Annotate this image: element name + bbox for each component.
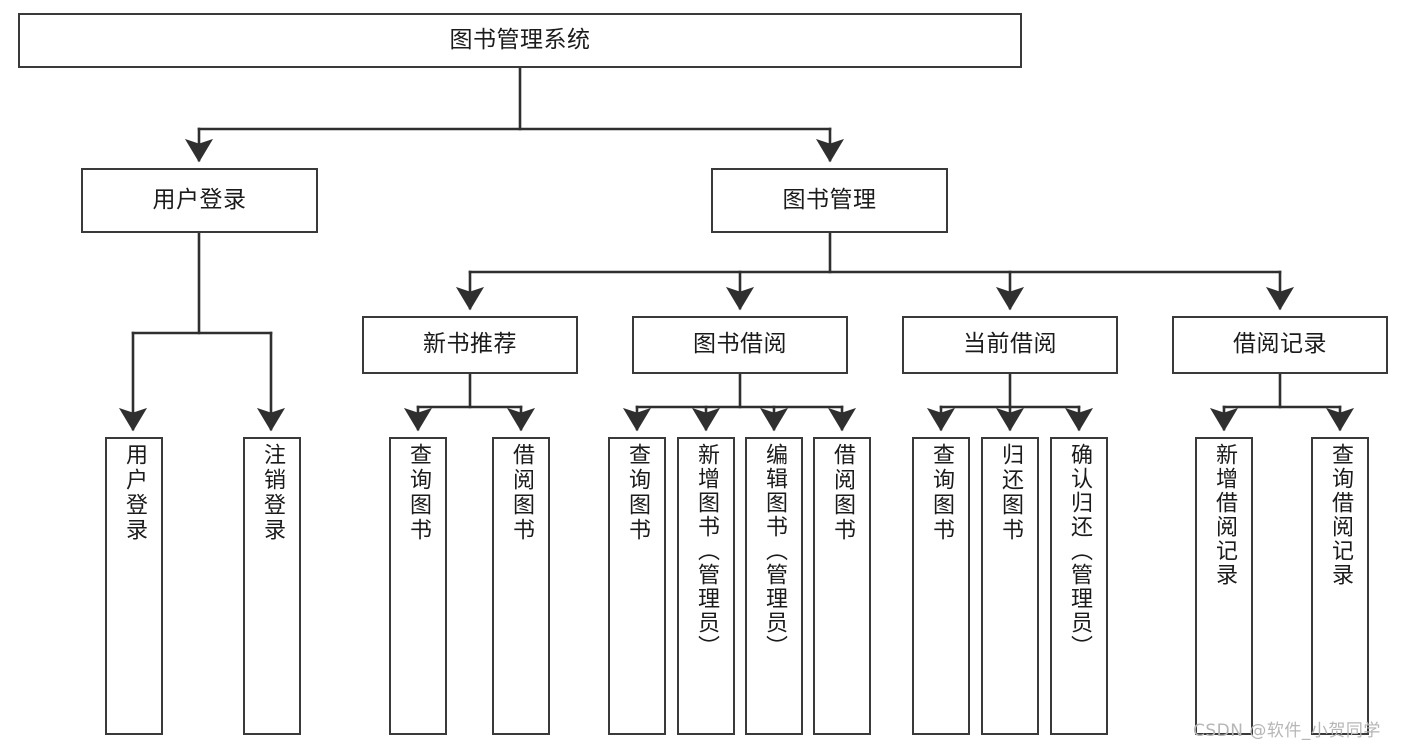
node-label: 用户登录 <box>122 443 147 543</box>
node-label: 查询借阅记录 <box>1328 443 1353 587</box>
node-borrow-record[interactable]: 借阅记录 <box>1172 316 1388 374</box>
node-label: 借阅记录 <box>1233 331 1327 358</box>
node-label: 归还图书 <box>998 443 1023 543</box>
node-label: 图书借阅 <box>693 331 787 358</box>
node-book-borrow[interactable]: 图书借阅 <box>632 316 848 374</box>
node-leaf-add-book-admin[interactable]: 新增图书（管理员） <box>677 437 735 735</box>
node-label: 新增借阅记录 <box>1212 443 1237 587</box>
node-label: 图书管理系统 <box>449 26 591 53</box>
node-label: 用户登录 <box>152 186 247 213</box>
node-label: 借阅图书 <box>509 443 534 543</box>
node-leaf-user-login[interactable]: 用户登录 <box>105 437 163 735</box>
node-label: 查询图书 <box>625 443 650 543</box>
node-leaf-query-book-borrow[interactable]: 查询图书 <box>608 437 666 735</box>
node-new-book-recommend[interactable]: 新书推荐 <box>362 316 578 374</box>
node-leaf-borrow-book-recommend[interactable]: 借阅图书 <box>492 437 550 735</box>
node-leaf-query-book-current[interactable]: 查询图书 <box>912 437 970 735</box>
node-leaf-query-book-recommend[interactable]: 查询图书 <box>389 437 447 735</box>
node-label: 借阅图书 <box>830 443 855 543</box>
node-root-book-management-system[interactable]: 图书管理系统 <box>18 13 1022 68</box>
node-label: 查询图书 <box>406 443 431 543</box>
node-leaf-edit-book-admin[interactable]: 编辑图书（管理员） <box>745 437 803 735</box>
node-leaf-confirm-return-admin[interactable]: 确认归还（管理员） <box>1050 437 1108 735</box>
node-label: 查询图书 <box>929 443 954 543</box>
node-label: 编辑图书（管理员） <box>762 443 787 659</box>
node-label: 新增图书（管理员） <box>694 443 719 659</box>
node-book-management[interactable]: 图书管理 <box>711 168 948 233</box>
node-user-login[interactable]: 用户登录 <box>81 168 318 233</box>
watermark: CSDN @软件_小贺同学 <box>1193 721 1381 741</box>
node-leaf-borrow-book-borrow[interactable]: 借阅图书 <box>813 437 871 735</box>
node-leaf-query-borrow-record[interactable]: 查询借阅记录 <box>1311 437 1369 735</box>
node-current-borrow[interactable]: 当前借阅 <box>902 316 1118 374</box>
node-leaf-logout-login[interactable]: 注销登录 <box>243 437 301 735</box>
node-label: 当前借阅 <box>963 331 1057 358</box>
node-leaf-add-borrow-record[interactable]: 新增借阅记录 <box>1195 437 1253 735</box>
node-label: 新书推荐 <box>423 331 517 358</box>
node-label: 注销登录 <box>260 443 285 543</box>
node-label: 确认归还（管理员） <box>1067 443 1092 659</box>
node-leaf-return-book[interactable]: 归还图书 <box>981 437 1039 735</box>
node-label: 图书管理 <box>782 186 877 213</box>
